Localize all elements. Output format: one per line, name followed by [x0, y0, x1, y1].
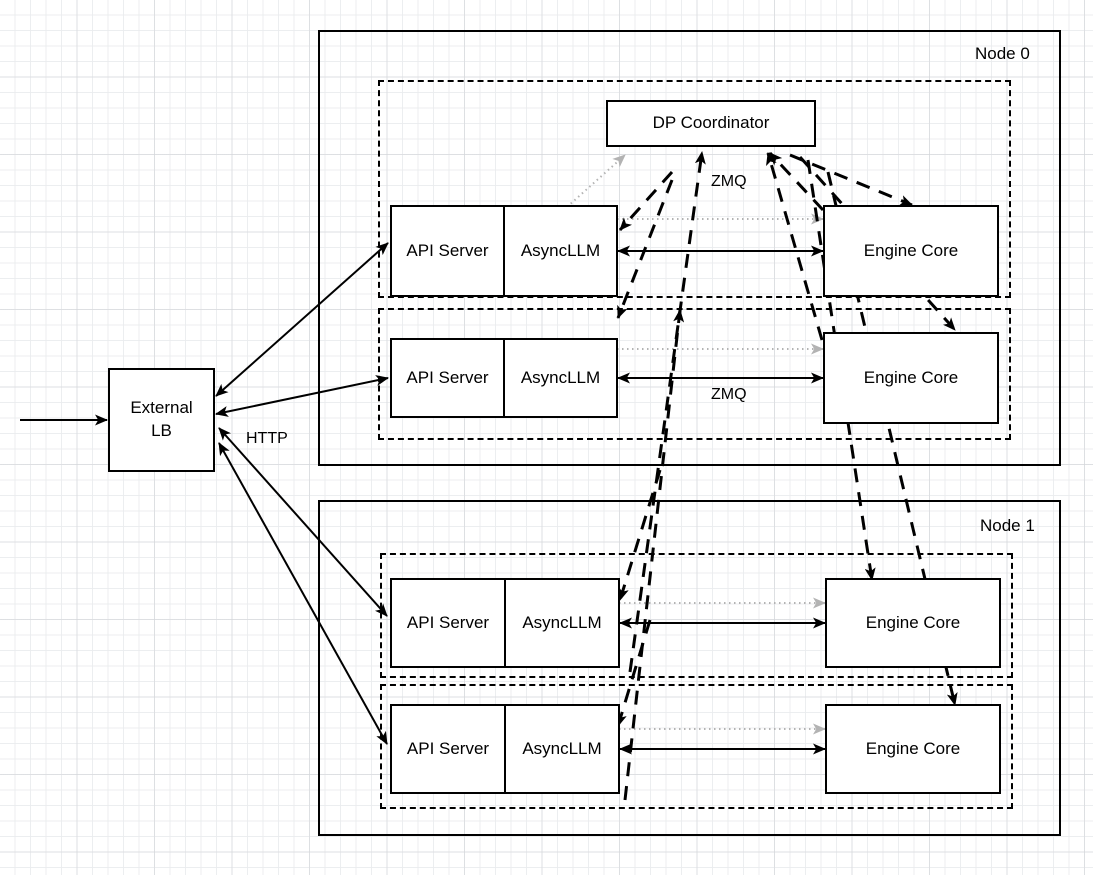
engine-core-box-1: Engine Core — [823, 332, 999, 424]
external-lb-label-line2: LB — [151, 421, 172, 440]
engine-core-label-2: Engine Core — [865, 612, 961, 632]
zmq-coordinator-label: ZMQ — [711, 173, 747, 190]
async-llm-label-1: AsyncLLM — [503, 340, 616, 416]
api-server-label-1: API Server — [406, 368, 489, 387]
async-llm-label-0: AsyncLLM — [503, 207, 616, 295]
external-lb-label-line1: External — [130, 398, 193, 418]
dp-coordinator-box: DP Coordinator — [606, 100, 816, 147]
engine-core-label-0: Engine Core — [863, 240, 959, 260]
async-llm-label-3: AsyncLLM — [504, 706, 618, 792]
replica-group-2 — [380, 553, 1013, 678]
node-label-1: Node 1 — [980, 516, 1035, 535]
async-llm-label-2: AsyncLLM — [504, 580, 618, 666]
dp-coordinator-label: DP Coordinator — [652, 113, 770, 133]
http-label: HTTP — [246, 430, 288, 447]
api-server-proc-2: API Server AsyncLLM — [390, 578, 620, 668]
engine-core-box-0: Engine Core — [823, 205, 999, 297]
engine-core-label-1: Engine Core — [863, 367, 959, 387]
node-label-0: Node 0 — [975, 44, 1030, 63]
engine-core-label-3: Engine Core — [865, 738, 961, 758]
api-server-label-2: API Server — [406, 613, 490, 632]
engine-core-box-3: Engine Core — [825, 704, 1001, 794]
api-server-proc-0: API Server AsyncLLM — [390, 205, 618, 297]
api-server-label-3: API Server — [406, 739, 490, 758]
external-lb-box: External LB — [108, 368, 215, 472]
api-server-label-0: API Server — [406, 241, 489, 260]
node-frame-0 — [318, 30, 1061, 466]
replica-group-1 — [378, 308, 1011, 440]
engine-core-box-2: Engine Core — [825, 578, 1001, 668]
api-server-proc-3: API Server AsyncLLM — [390, 704, 620, 794]
replica-group-3 — [380, 684, 1013, 809]
replica-group-0 — [378, 80, 1011, 298]
node-frame-1 — [318, 500, 1061, 836]
zmq-engine-label: ZMQ — [711, 386, 747, 403]
api-server-proc-1: API Server AsyncLLM — [390, 338, 618, 418]
